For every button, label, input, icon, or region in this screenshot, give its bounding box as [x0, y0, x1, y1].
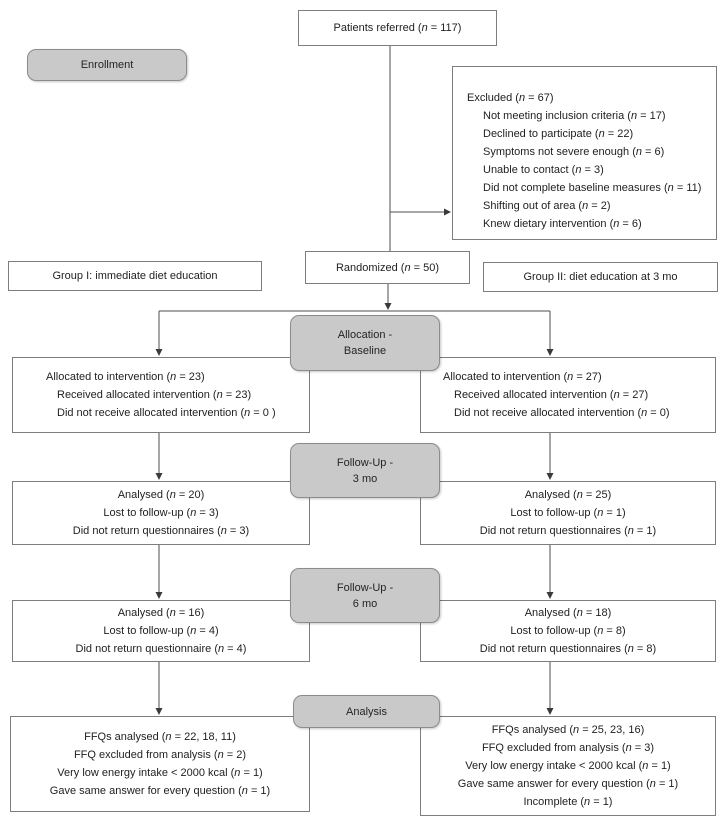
box-line: Did not receive allocated intervention (… [454, 407, 670, 419]
stage-followup-3mo: Follow-Up - 3 mo [290, 443, 440, 498]
box-followup6-group2: Analysed (n = 18) Lost to follow-up (n =… [420, 600, 716, 662]
box-line: Lost to follow-up (n = 1) [510, 507, 626, 519]
box-analysis-group1: FFQs analysed (n = 22, 18, 11) FFQ exclu… [10, 716, 310, 812]
arrowheads [155, 208, 554, 715]
box-analysis-group2: FFQs analysed (n = 25, 23, 16) FFQ exclu… [420, 716, 716, 816]
box-allocation-group2: Allocated to intervention (n = 27) Recei… [420, 357, 716, 433]
box-line: Patients referred (n = 117) [333, 22, 462, 34]
stage-label: 6 mo [352, 597, 378, 610]
box-line: Lost to follow-up (n = 4) [103, 625, 219, 637]
box-line: Randomized (n = 50) [335, 261, 440, 274]
box-group2-label: Group II: diet education at 3 mo [483, 262, 718, 292]
stage-label: Enrollment [80, 59, 134, 71]
box-patients-referred: Patients referred (n = 117) [298, 10, 497, 46]
excluded-item: Unable to contact (n = 3) [483, 164, 604, 176]
box-line: Group I: immediate diet education [52, 270, 218, 282]
stage-enrollment: Enrollment [27, 49, 187, 81]
box-line: Allocated to intervention (n = 27) [443, 371, 602, 383]
excluded-item: Not meeting inclusion criteria (n = 17) [483, 110, 666, 122]
box-line: FFQs analysed (n = 22, 18, 11) [84, 731, 236, 743]
stage-label: Allocation - [337, 329, 393, 341]
box-line: FFQs analysed (n = 25, 23, 16) [491, 724, 645, 736]
excluded-item: Declined to participate (n = 22) [483, 128, 634, 140]
excluded-title: Excluded (n = 67) [467, 92, 554, 104]
box-line: Very low energy intake < 2000 kcal (n = … [465, 760, 671, 772]
box-line: Received allocated intervention (n = 27) [454, 389, 649, 401]
box-followup6-group1: Analysed (n = 16) Lost to follow-up (n =… [12, 600, 310, 662]
box-line: Group II: diet education at 3 mo [523, 271, 678, 283]
stage-allocation-baseline: Allocation - Baseline [290, 315, 440, 371]
box-line: Lost to follow-up (n = 8) [510, 625, 626, 637]
box-line: Received allocated intervention (n = 23) [57, 389, 252, 401]
box-line: FFQ excluded from analysis (n = 3) [481, 742, 655, 754]
box-line: Incomplete (n = 1) [523, 796, 613, 808]
box-line: Did not return questionnaires (n = 1) [479, 525, 657, 537]
box-line: Did not return questionnaires (n = 8) [479, 643, 657, 655]
box-line: Analysed (n = 20) [117, 489, 205, 501]
box-group1-label: Group I: immediate diet education [8, 261, 262, 291]
stage-analysis: Analysis [293, 695, 440, 728]
excluded-item: Shifting out of area (n = 2) [483, 200, 611, 212]
box-line: Allocated to intervention (n = 23) [46, 371, 205, 383]
stage-followup-6mo: Follow-Up - 6 mo [290, 568, 440, 623]
excluded-item: Knew dietary intervention (n = 6) [483, 218, 642, 230]
box-line: Analysed (n = 25) [524, 489, 612, 501]
box-line: Analysed (n = 16) [117, 607, 205, 619]
box-line: Gave same answer for every question (n =… [49, 785, 271, 797]
box-line: Did not return questionnaire (n = 4) [75, 643, 247, 655]
stage-label: 3 mo [352, 472, 378, 485]
excluded-item: Symptoms not severe enough (n = 6) [483, 146, 665, 158]
excluded-item: Did not complete baseline measures (n = … [483, 182, 702, 194]
box-line: Did not receive allocated intervention (… [57, 407, 276, 419]
box-followup3-group1: Analysed (n = 20) Lost to follow-up (n =… [12, 481, 310, 545]
stage-label: Baseline [343, 345, 387, 357]
box-line: Lost to follow-up (n = 3) [103, 507, 219, 519]
box-line: Did not return questionnaires (n = 3) [72, 525, 250, 537]
box-excluded: Excluded (n = 67) Not meeting inclusion … [452, 66, 717, 240]
stage-label: Analysis [346, 705, 387, 718]
connector-lines [158, 46, 551, 708]
stage-label: Follow-Up - [336, 581, 394, 594]
box-line: Very low energy intake < 2000 kcal (n = … [57, 767, 263, 779]
box-line: Analysed (n = 18) [524, 607, 612, 619]
box-followup3-group2: Analysed (n = 25) Lost to follow-up (n =… [420, 481, 716, 545]
box-line: Gave same answer for every question (n =… [457, 778, 679, 790]
box-line: FFQ excluded from analysis (n = 2) [73, 749, 247, 761]
box-allocation-group1: Allocated to intervention (n = 23) Recei… [12, 357, 310, 433]
stage-label: Follow-Up - [336, 456, 394, 469]
box-randomized: Randomized (n = 50) [305, 251, 470, 284]
